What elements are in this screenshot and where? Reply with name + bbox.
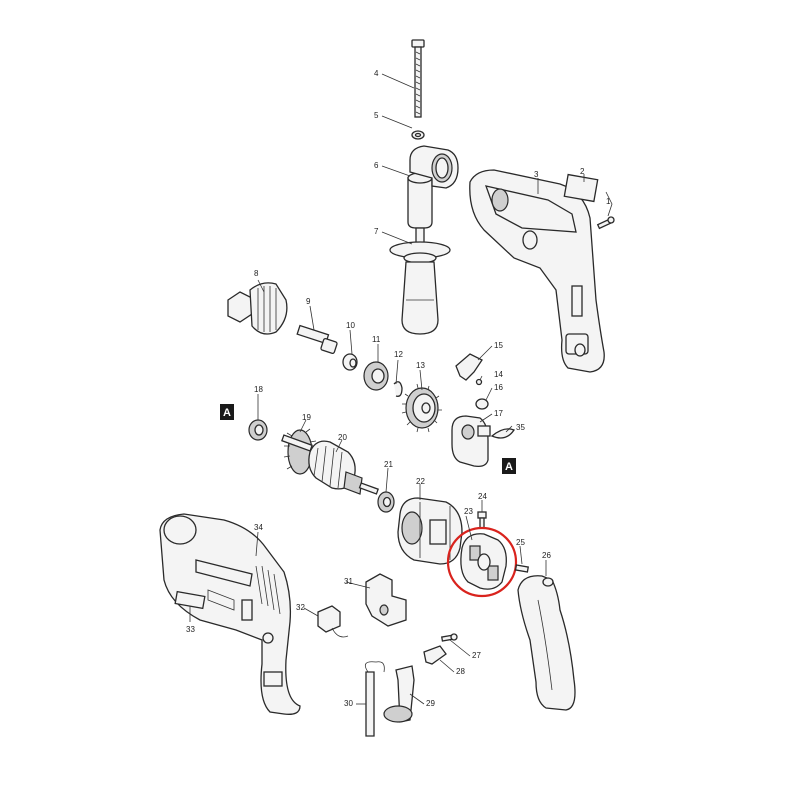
label-9: 9 [306,297,311,306]
label-32: 32 [296,603,305,612]
screw-part-25 [514,564,530,573]
screw-part-1 [596,216,615,230]
grip-base-part-6 [407,145,459,229]
label-13: 13 [416,361,425,370]
svg-text:A: A [505,461,513,473]
sleeve-part-10 [342,353,358,371]
drill-chuck-part-8 [227,282,288,335]
motor-housing-part-34 [159,513,301,715]
spring-part-35 [490,428,515,439]
label-15: 15 [494,341,503,350]
svg-text:A: A [223,407,231,419]
label-1: 1 [606,197,611,206]
label-17: 17 [494,409,503,418]
label-12: 12 [394,350,403,359]
label-4: 4 [374,69,379,78]
highlight-circle [446,526,518,598]
label-29: 29 [426,699,435,708]
label-25: 25 [516,538,525,547]
label-19: 19 [302,413,311,422]
switch-part-31 [365,573,407,627]
label-14: 14 [494,370,503,379]
side-handle-part-7 [389,227,451,335]
label-23: 23 [464,507,473,516]
section-mark-a-left: A [220,404,234,420]
change-lever-part-15 [455,353,483,381]
label-31: 31 [344,577,353,586]
label-16: 16 [494,383,503,392]
noise-suppressor-part-32 [317,605,349,638]
label-5: 5 [374,111,379,120]
section-mark-a-right: A [502,458,516,474]
label-20: 20 [338,433,347,442]
label-18: 18 [254,385,263,394]
washer-part-5 [411,130,425,140]
bearing-box-part-17 [451,415,491,468]
screw-part-27 [440,633,458,642]
screw-part-24 [477,511,487,529]
o-ring-part-16 [475,398,489,410]
steel-ball-part-14 [475,378,483,386]
label-27: 27 [472,651,481,660]
bearing-part-18 [248,419,268,441]
bolt-part-4 [411,39,425,118]
label-26: 26 [542,551,551,560]
label-6: 6 [374,161,379,170]
label-3: 3 [534,170,539,179]
label-11: 11 [372,335,381,344]
bearing-part-11 [363,361,389,391]
strain-relief-part-28 [423,645,447,665]
label-7: 7 [374,227,379,236]
handle-cover-part-26 [517,575,576,711]
label-35: 35 [516,423,525,432]
spindle-part-9 [296,324,338,354]
label-34: 34 [254,523,263,532]
leader-lines [189,73,613,705]
label-2: 2 [580,167,585,176]
label-10: 10 [346,321,355,330]
gear-housing-part-3 [469,169,605,373]
label-8: 8 [254,269,259,278]
label-21: 21 [384,460,393,469]
label-33: 33 [186,625,195,634]
bearing-part-21 [377,491,395,513]
armature-part-20 [281,434,379,495]
label-plate-part-2 [563,173,599,203]
brush-holder-part-23 [460,533,507,590]
cord-part-30 [364,661,385,737]
spur-gear-part-13 [401,383,442,433]
field-part-22 [397,497,463,565]
retaining-ring-part-12 [393,381,403,397]
label-28: 28 [456,667,465,676]
name-plate-part-33 [174,590,206,610]
part-number-labels: 1 2 3 4 5 6 7 8 9 10 11 12 13 14 15 16 1… [186,69,611,708]
label-30: 30 [344,699,353,708]
label-22: 22 [416,477,425,486]
label-24: 24 [478,492,487,501]
cord-guard-part-29 [383,665,415,723]
